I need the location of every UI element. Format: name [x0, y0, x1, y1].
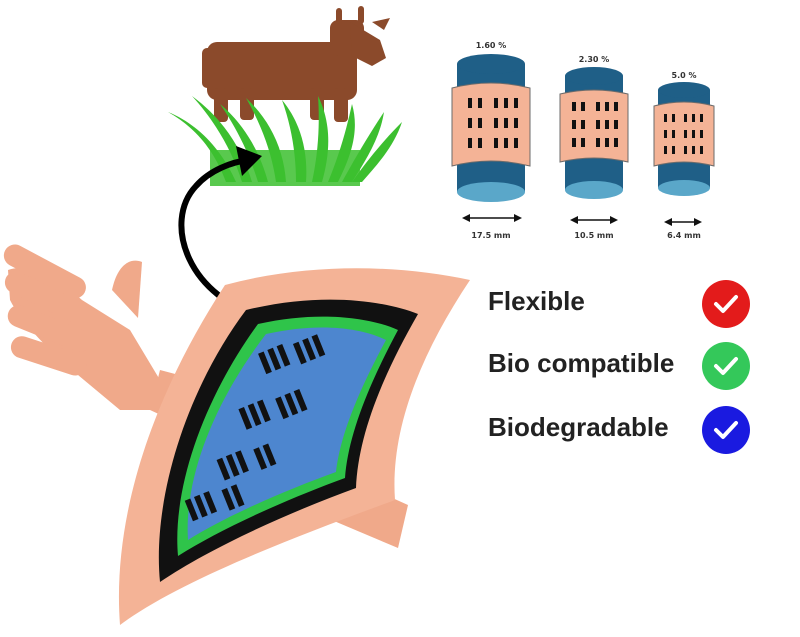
cylinder-cells — [468, 98, 703, 154]
strain-label-small: 5.0 % — [672, 71, 697, 80]
property-label: Bio compatible — [488, 348, 675, 378]
strain-label-large: 1.60 % — [476, 41, 507, 50]
cylinder-medium — [559, 67, 629, 199]
check-icon — [702, 280, 750, 328]
property-flexible: Flexible — [488, 280, 788, 330]
property-label: Flexible — [488, 286, 585, 316]
check-icon — [702, 406, 750, 454]
bending-tests: 1.60 % 2.30 % 5.0 % 17.5 mm 10.5 mm 6.4 … — [451, 41, 715, 240]
radius-label-medium: 10.5 mm — [574, 231, 613, 240]
cow-icon — [202, 6, 390, 122]
cylinder-small — [653, 82, 715, 196]
solar-cells — [184, 334, 326, 522]
check-icon — [702, 342, 750, 390]
cylinder-large — [451, 54, 531, 202]
property-biodegradable: Biodegradable — [488, 406, 788, 456]
grass-icon — [168, 96, 402, 186]
radius-label-small: 6.4 mm — [667, 231, 701, 240]
diameter-arrows — [462, 214, 702, 226]
property-label: Biodegradable — [488, 412, 669, 442]
property-list: Flexible Bio compatible Biodegradable — [488, 280, 788, 470]
strain-label-medium: 2.30 % — [579, 55, 610, 64]
property-biocompatible: Bio compatible — [488, 342, 788, 392]
radius-label-large: 17.5 mm — [471, 231, 510, 240]
flexible-device — [118, 268, 470, 625]
